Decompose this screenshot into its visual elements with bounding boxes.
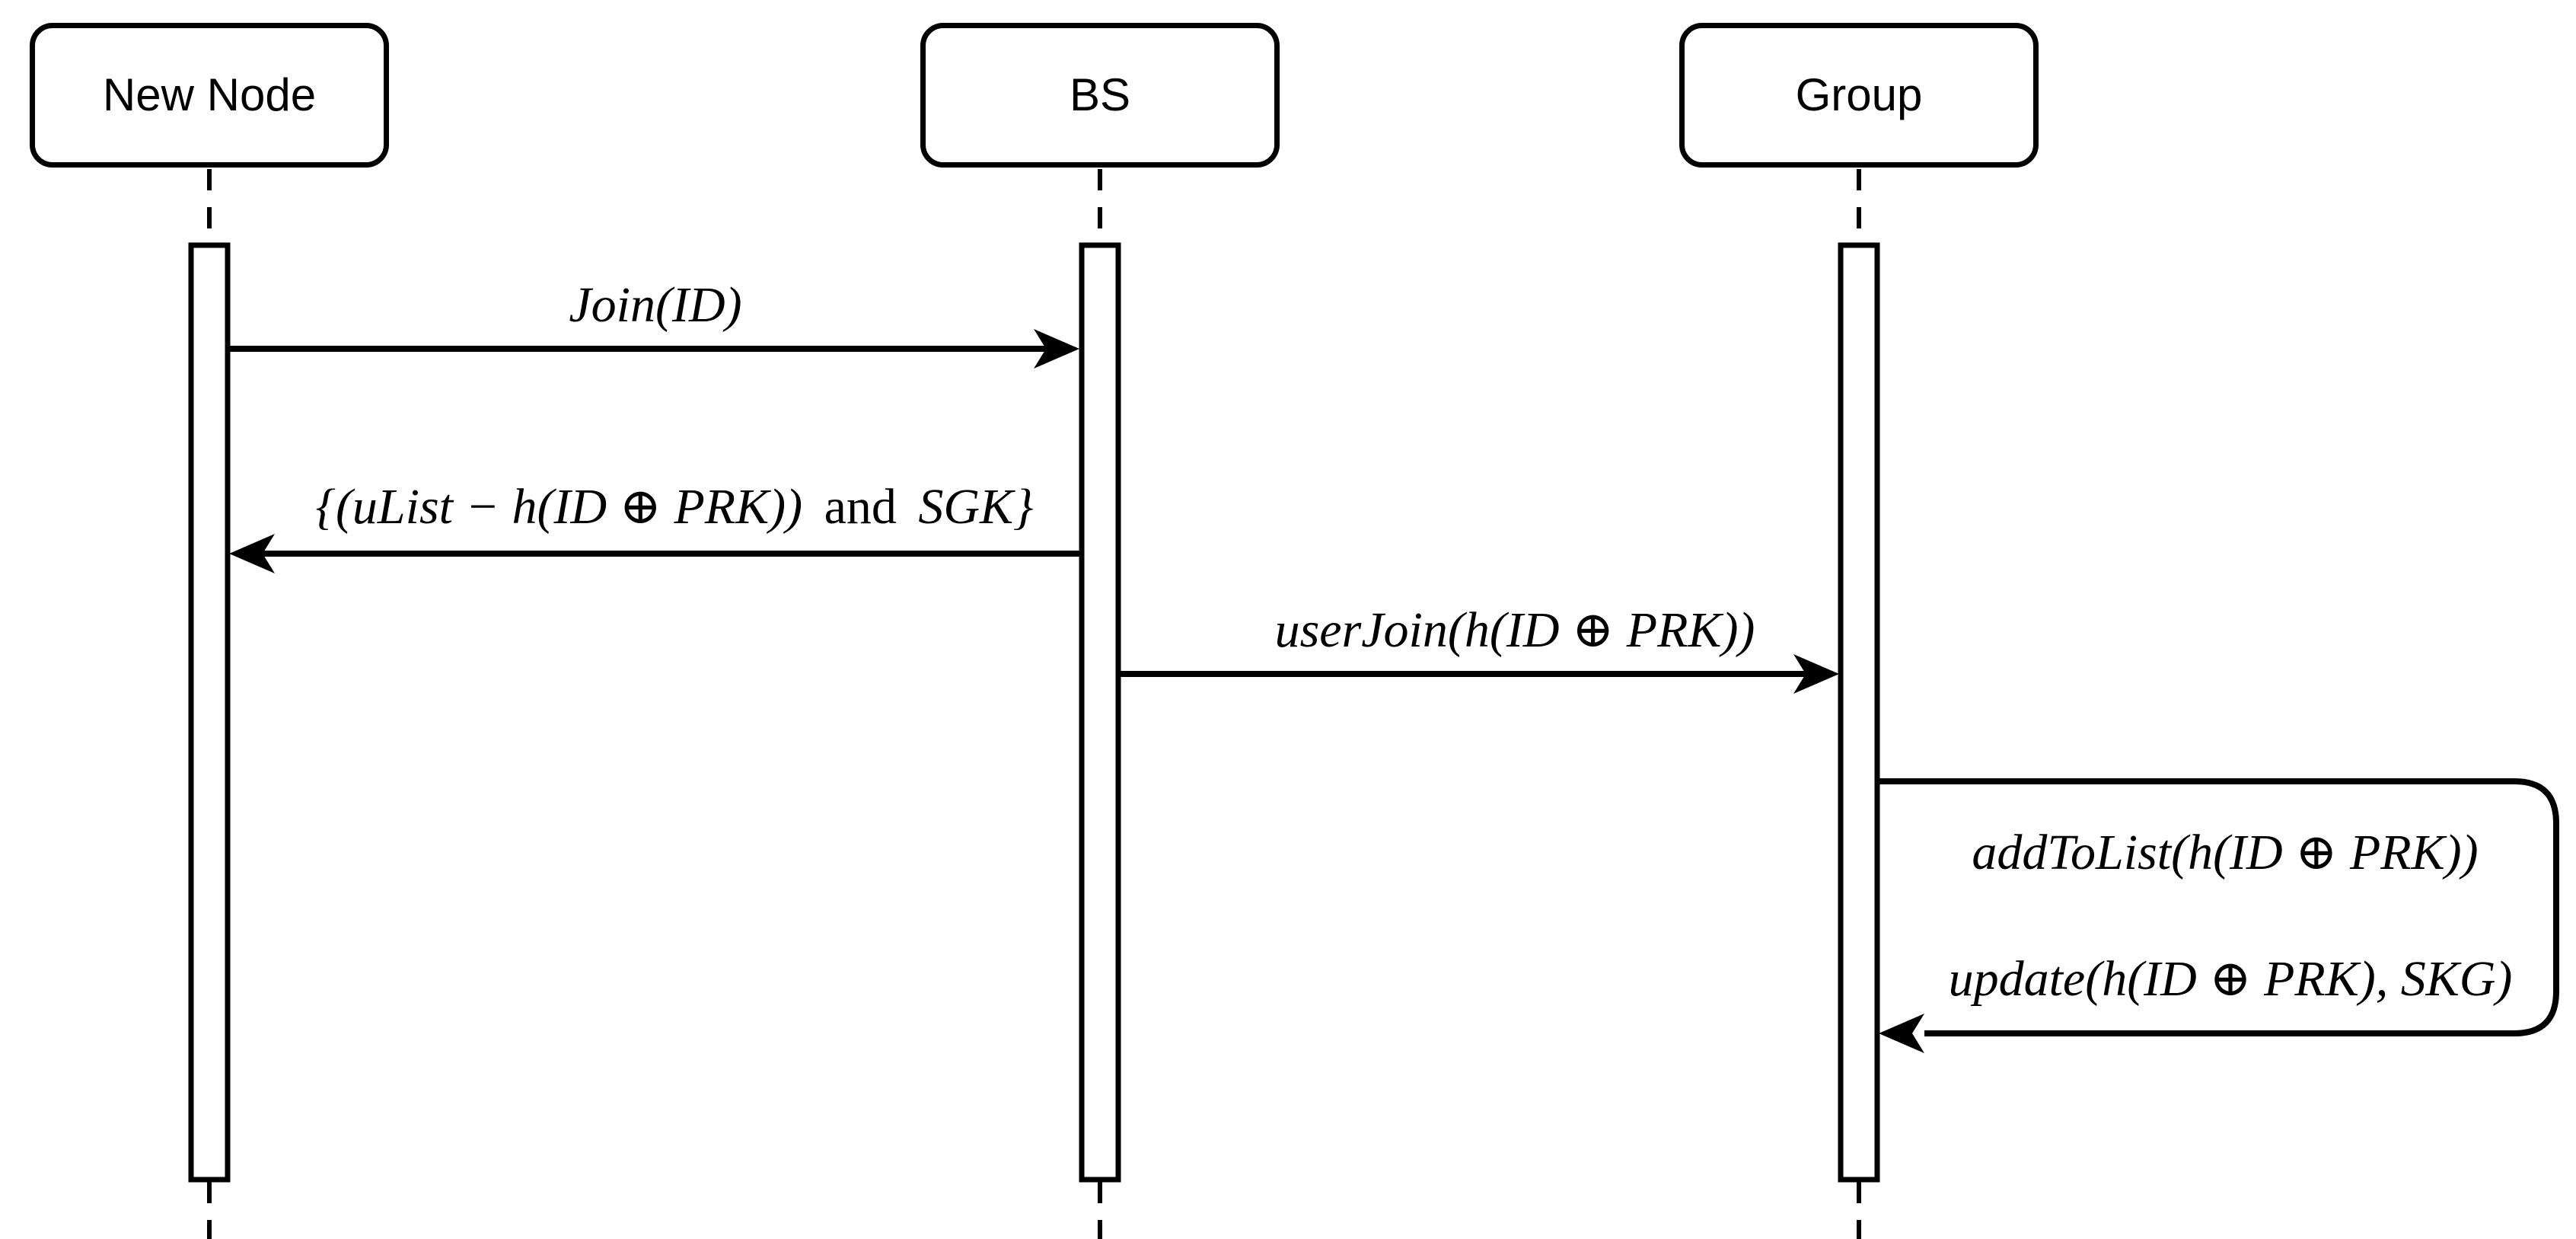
actor-box-group: Group [1679,23,2039,168]
activation-bar-new-node [188,242,231,1183]
actor-label-bs: BS [1069,69,1131,120]
activation-bar-group [1838,242,1880,1183]
actor-box-bs: BS [920,23,1280,168]
message-label-update: update(h(ID ⊕ PRK), SKG) [1948,951,2513,1007]
message-label-ulist-response: {(uList − h(ID ⊕ PRK)) and SGK} [316,482,1034,532]
message-label-join: Join(ID) [569,277,742,333]
actor-label-group: Group [1795,69,1923,120]
message-label-ulist-response-pre: {(uList − h(ID ⊕ PRK)) [315,479,815,535]
activation-bar-bs [1079,242,1121,1183]
self-message-loop-group [1877,778,2559,1036]
arrowhead-user-join [1793,654,1839,694]
message-label-user-join: userJoin(h(ID ⊕ PRK)) [1274,602,1755,658]
actor-label-new-node: New Node [102,69,317,120]
arrowhead-self-message [1879,1014,1924,1053]
message-label-ulist-response-post: SGK} [905,479,1034,535]
actor-box-new-node: New Node [30,23,389,168]
message-label-ulist-response-and: and [824,479,897,535]
message-label-add-to-list: addToList(h(ID ⊕ PRK)) [1972,825,2479,880]
arrowhead-ulist-response [229,534,275,573]
arrowhead-join [1034,329,1079,369]
